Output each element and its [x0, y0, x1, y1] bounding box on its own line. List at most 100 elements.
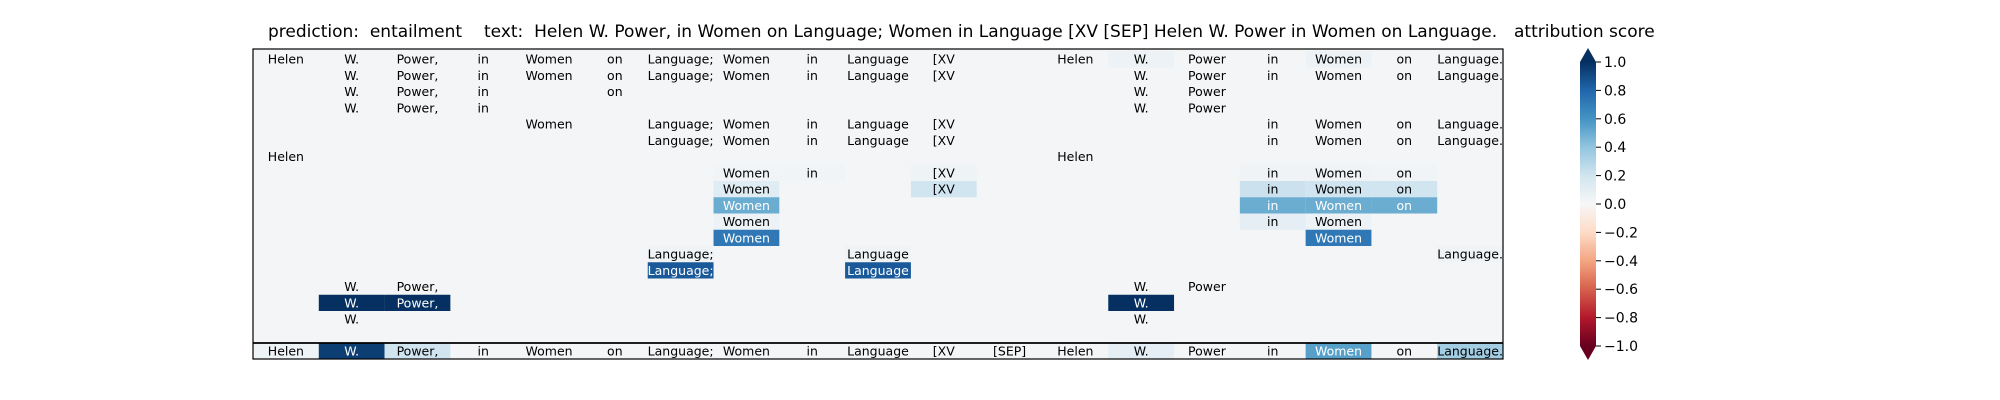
heatmap-token-label: in	[1267, 198, 1278, 213]
heatmap-token-label: Women	[723, 165, 770, 180]
heatmap-cell	[318, 294, 385, 311]
colorbar-tick-label: −0.6	[1604, 282, 1638, 298]
heatmap-token-label: Language;	[648, 343, 714, 358]
heatmap-cell	[1305, 197, 1372, 214]
colorbar-tick-label: −0.8	[1604, 311, 1638, 327]
colorbar-title: attribution score	[1514, 22, 1655, 42]
heatmap-cell	[1437, 246, 1503, 263]
heatmap-token-label: in	[478, 343, 489, 358]
heatmap-token-label: in	[478, 84, 489, 99]
heatmap-token-label: [XV	[933, 133, 955, 148]
heatmap-cell	[1108, 51, 1175, 68]
heatmap-cell	[910, 164, 977, 181]
heatmap-token-label: on	[1397, 52, 1413, 67]
heatmap-token-label: in	[1267, 182, 1278, 197]
heatmap-token-label: Women	[526, 52, 573, 67]
heatmap-cell	[647, 246, 714, 263]
heatmap-token-label: in	[1267, 68, 1278, 83]
heatmap-token-label: Language;	[648, 133, 714, 148]
heatmap-token-label: in	[1267, 214, 1278, 229]
heatmap-token-label: Power,	[397, 52, 439, 67]
colorbar-tick-label: 0.0	[1604, 197, 1626, 213]
heatmap-token-label: Language;	[648, 247, 714, 262]
heatmap-token-label: Power	[1188, 279, 1227, 294]
heatmap-token-label: Language.	[1437, 133, 1503, 148]
heatmap-token-label: Helen	[268, 52, 304, 67]
heatmap-token-label: W.	[1134, 100, 1149, 115]
prediction-heading: prediction: entailment	[268, 22, 462, 42]
heatmap-cell	[1305, 51, 1372, 68]
heatmap-cell	[910, 181, 977, 198]
heatmap-token-label: Women	[1315, 198, 1362, 213]
heatmap-cell	[713, 213, 780, 230]
heatmap-token-label: in	[1267, 343, 1278, 358]
heatmap-token-label: in	[478, 68, 489, 83]
heatmap-cell	[1305, 213, 1372, 230]
heatmap-token-label: [SEP]	[993, 343, 1026, 358]
heatmap-token-label: on	[1397, 165, 1413, 180]
prediction-label: prediction:	[268, 22, 360, 42]
heatmap-token-label: in	[1267, 117, 1278, 132]
heatmap-token-label: on	[607, 343, 623, 358]
heatmap-token-label: W.	[1134, 312, 1149, 327]
heatmap-cell	[1437, 342, 1503, 359]
heatmap-cell	[1239, 197, 1306, 214]
heatmap-token-label: Women	[723, 68, 770, 83]
heatmap-token-label: Women	[723, 214, 770, 229]
heatmap-token-label: Helen	[1057, 149, 1093, 164]
heatmap-token-label: Women	[723, 133, 770, 148]
heatmap-token-label: [XV	[933, 117, 955, 132]
heatmap-cell	[1305, 164, 1372, 181]
heatmap-token-label: W.	[1134, 68, 1149, 83]
heatmap-token-label: Power	[1188, 84, 1227, 99]
colorbar-tick-label: 0.4	[1604, 140, 1626, 156]
heatmap-cell	[1108, 294, 1175, 311]
heatmap-cell	[1305, 342, 1372, 359]
heatmap-token-label: Power,	[397, 84, 439, 99]
heatmap-token-label: W.	[1134, 279, 1149, 294]
heatmap-token-label: Language;	[648, 117, 714, 132]
heatmap-token-label: Power,	[397, 68, 439, 83]
heatmap-token-label: in	[1267, 165, 1278, 180]
heatmap-token-label: in	[478, 52, 489, 67]
heatmap-token-label: on	[1397, 133, 1413, 148]
heatmap-cell	[1108, 342, 1175, 359]
heatmap-token-label: Women	[1315, 165, 1362, 180]
heatmap-token-label: on	[1397, 343, 1413, 358]
heatmap-cell	[647, 262, 714, 279]
heatmap-token-label: Language;	[648, 52, 714, 67]
heatmap-token-label: Helen	[1057, 52, 1093, 67]
heatmap-token-label: Language	[847, 117, 909, 132]
heatmap-token-label: Power,	[397, 343, 439, 358]
heatmap-token-label: W.	[344, 84, 359, 99]
colorbar-tick-label: −0.4	[1604, 254, 1638, 270]
heatmap-token-label: Language.	[1437, 52, 1503, 67]
heatmap-token-label: W.	[344, 312, 359, 327]
heatmap-token-label: W.	[1134, 52, 1149, 67]
heatmap-cell	[1239, 213, 1306, 230]
heatmap-token-label: in	[807, 117, 818, 132]
heatmap-token-label: Women	[1315, 230, 1362, 245]
colorbar-max-extension	[1580, 48, 1596, 62]
heatmap-cell	[1239, 164, 1306, 181]
heatmap-token-label: Women	[1315, 133, 1362, 148]
heatmap-token-label: Women	[723, 117, 770, 132]
heatmap-token-label: in	[1267, 52, 1278, 67]
heatmap-token-label: W.	[344, 100, 359, 115]
heatmap-token-label: Language;	[648, 263, 714, 278]
heatmap-token-label: in	[807, 343, 818, 358]
heatmap-cell	[1371, 181, 1438, 198]
heatmap-token-label: in	[807, 165, 818, 180]
heatmap-token-label: Women	[526, 117, 573, 132]
heatmap-token-label: in	[807, 133, 818, 148]
heatmap-token-label: Women	[723, 52, 770, 67]
heatmap-token-label: Language	[847, 247, 909, 262]
heatmap-token-label: [XV	[933, 182, 955, 197]
heatmap-token-label: in	[807, 68, 818, 83]
heatmap-token-label: on	[607, 52, 623, 67]
colorbar-tick-label: 0.2	[1604, 169, 1626, 185]
heatmap-token-label: [XV	[933, 68, 955, 83]
heatmap-token-label: Language	[847, 52, 909, 67]
heatmap-token-label: Power,	[397, 279, 439, 294]
